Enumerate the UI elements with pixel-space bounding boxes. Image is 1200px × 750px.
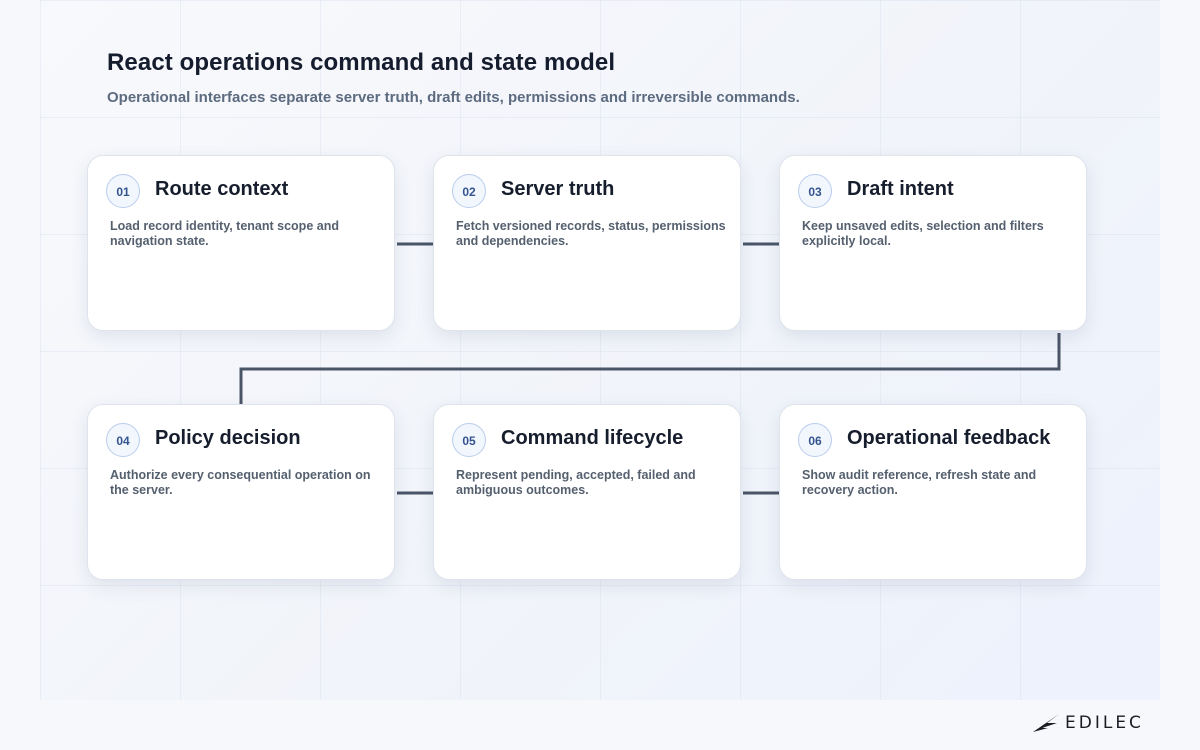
edilec-logo-icon [1033, 714, 1059, 732]
step-description: Authorize every consequential operation … [110, 468, 371, 497]
step-card-draft-intent: 03 Draft intent Keep unsaved edits, sele… [779, 155, 1087, 331]
step-description: Show audit reference, refresh state and … [802, 468, 1037, 497]
step-description: Fetch versioned records, status, permiss… [456, 219, 726, 248]
page-subtitle: Operational interfaces separate server t… [107, 89, 800, 106]
step-title: Server truth [501, 178, 615, 200]
step-description: Keep unsaved edits, selection and filter… [802, 219, 1044, 248]
step-description: Represent pending, accepted, failed and … [456, 468, 696, 497]
step-number-badge: 02 [452, 174, 486, 208]
step-number-badge: 06 [798, 423, 832, 457]
step-number-badge: 03 [798, 174, 832, 208]
connector-03-04 [239, 333, 1061, 405]
step-card-policy-decision: 04 Policy decision Authorize every conse… [87, 404, 395, 580]
step-title: Draft intent [847, 178, 954, 200]
step-card-route-context: 01 Route context Load record identity, t… [87, 155, 395, 331]
step-card-command-lifecycle: 05 Command lifecycle Represent pending, … [433, 404, 741, 580]
brand-wordmark: EDILEC [1065, 713, 1144, 733]
step-description: Load record identity, tenant scope and n… [110, 219, 339, 248]
step-title: Policy decision [155, 427, 301, 449]
step-title: Operational feedback [847, 427, 1051, 449]
step-card-operational-feedback: 06 Operational feedback Show audit refer… [779, 404, 1087, 580]
step-number-badge: 01 [106, 174, 140, 208]
page-title: React operations command and state model [107, 49, 616, 76]
step-number-badge: 05 [452, 423, 486, 457]
step-title: Command lifecycle [501, 427, 684, 449]
step-card-server-truth: 02 Server truth Fetch versioned records,… [433, 155, 741, 331]
diagram-canvas [40, 0, 1160, 700]
step-number-badge: 04 [106, 423, 140, 457]
brand-logo: EDILEC [1032, 712, 1144, 734]
step-title: Route context [155, 178, 289, 200]
